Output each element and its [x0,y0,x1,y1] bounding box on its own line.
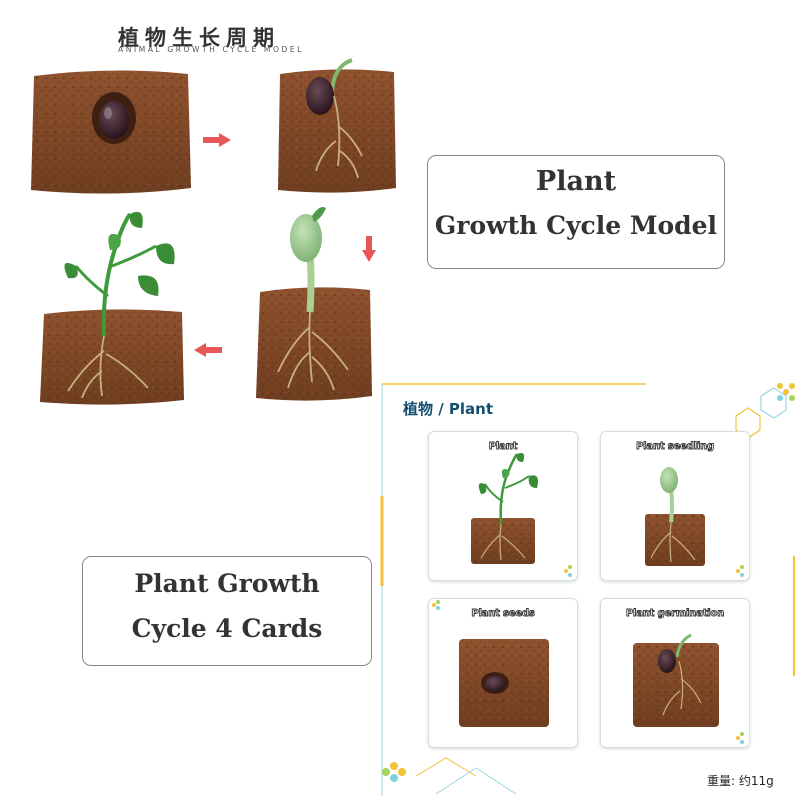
card-panel-title: 植物 / Plant [403,400,494,418]
card-seeds-image [432,600,549,727]
card-germination-image [633,633,744,744]
arrow-down-icon [362,236,376,262]
card-label: Plant seedling [636,441,715,453]
card-plant-image [471,453,572,577]
arrow-right-icon [203,133,231,147]
card-panel-decoration [380,383,795,796]
card-plant: Plant [428,431,578,581]
card-label: Plant germination [625,608,725,620]
card-label: Plant seeds [471,608,535,620]
arrow-left-icon [194,343,222,357]
model-stage-plant [40,211,184,405]
model-title-box: Plant Growth Cycle Model [427,155,725,269]
card-plant-seedling: Plant seedling [600,431,750,581]
card-seedling-image [645,467,744,577]
model-stage-germination [278,58,396,193]
cards-title-line2: Cycle 4 Cards [131,614,323,643]
header-title-en: ANIMAL GROWTH CYCLE MODEL [118,45,304,54]
card-plant-seeds: Plant seeds [428,598,578,748]
header-title-cn: 植物生长周期 [118,26,280,50]
weight-label: 重量: 约11g [707,774,774,788]
model-title-line1: Plant [535,166,617,197]
model-title-line2: Growth Cycle Model [434,211,718,240]
card-plant-germination: Plant germination [600,598,750,748]
cards-title-box: Plant Growth Cycle 4 Cards [82,556,372,666]
cards-title-line1: Plant Growth [134,569,320,598]
model-stage-seedling [256,207,372,401]
model-stage-seed [31,70,191,194]
card-label: Plant [488,441,518,453]
